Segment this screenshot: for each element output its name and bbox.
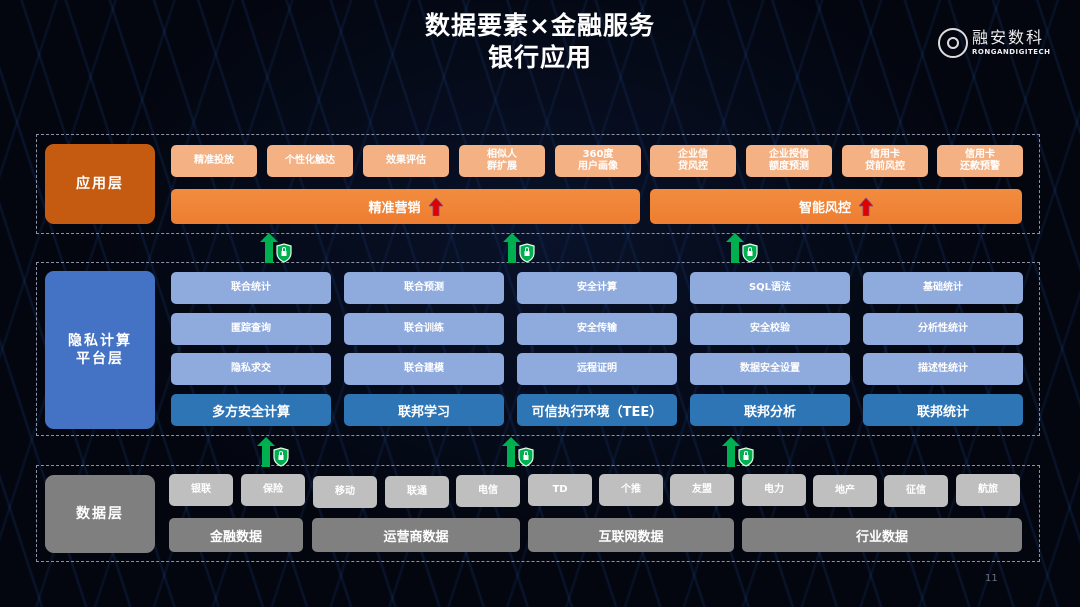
title-line-2: 银行应用 [487,43,592,72]
green-up-arrow-with-lock-shield-icon [502,437,534,467]
green-up-arrow-with-lock-shield-icon [257,437,289,467]
privacy-item: 基础统计 [863,272,1023,304]
red-up-arrow-icon [428,197,443,216]
application-layer-label: 应用层 [45,144,155,224]
privacy-tech-mpc: 多方安全计算 [171,394,331,426]
page-number: 11 [985,573,998,584]
data-source-item: 航旅 [956,474,1020,506]
app-item: 360度 用户画像 [555,145,641,177]
app-item: 企业授信 额度预测 [746,145,832,177]
data-source-item: 地产 [813,475,877,507]
app-bar-label: 智能风控 [798,201,851,216]
data-group-financial: 金融数据 [169,518,303,552]
data-source-item: 电力 [742,474,806,506]
privacy-item: 联合预测 [344,272,504,304]
green-up-arrow-with-lock-shield-icon [722,437,754,467]
title-line-1: 数据要素×金融服务 [425,11,655,40]
app-item: 效果评估 [363,145,449,177]
red-up-arrow-icon [859,197,873,216]
green-up-arrow-with-lock-shield-icon [503,233,535,263]
data-source-item: 电信 [456,475,520,507]
app-item: 相似人 群扩展 [459,145,545,177]
privacy-item: 数据安全设置 [690,353,850,385]
app-item: 个性化触达 [267,145,353,177]
privacy-item: 联合训练 [344,313,504,345]
data-source-item: 联通 [385,476,449,508]
data-source-item: 个推 [599,474,663,506]
data-layer-label: 数据层 [45,475,155,553]
data-source-item: 友盟 [670,474,734,506]
company-logo: 融安数科 RONGANDIGITECH [938,28,1051,58]
privacy-item: 分析性统计 [863,313,1023,345]
privacy-item: 描述性统计 [863,353,1023,385]
privacy-tech-federated-statistics: 联邦统计 [863,394,1023,426]
privacy-item: 安全校验 [690,313,850,345]
logo-name-en: RONGANDIGITECH [972,48,1051,56]
data-group-industry: 行业数据 [742,518,1022,552]
privacy-item: SQL语法 [690,272,850,304]
data-layer-frame [36,465,1040,562]
data-source-item: TD [528,474,592,506]
privacy-item: 远程证明 [517,353,677,385]
app-item: 精准投放 [171,145,257,177]
privacy-item: 联合建模 [344,353,504,385]
privacy-tech-federated-analysis: 联邦分析 [690,394,850,426]
data-source-item: 银联 [169,474,233,506]
logo-name-cn: 融安数科 [972,28,1045,47]
app-bar-label: 精准营销 [368,201,421,216]
privacy-item: 匿踪查询 [171,313,331,345]
privacy-item: 安全计算 [517,272,677,304]
app-item: 企业信 贷风控 [650,145,736,177]
privacy-item: 隐私求交 [171,353,331,385]
slide-title: 数据要素×金融服务 银行应用 [0,10,1080,74]
green-up-arrow-with-lock-shield-icon [260,233,292,263]
rongan-logo-icon [938,28,968,58]
privacy-tech-federated-learning: 联邦学习 [344,394,504,426]
data-source-item: 移动 [313,476,377,508]
data-group-internet: 互联网数据 [528,518,734,552]
intelligent-risk-control-bar: 智能风控 [650,189,1022,224]
privacy-layer-frame [36,262,1040,436]
app-item: 信用卡 还款预警 [937,145,1023,177]
app-item: 信用卡 贷前风控 [842,145,928,177]
data-source-item: 保险 [241,474,305,506]
data-source-item: 征信 [884,475,948,507]
green-up-arrow-with-lock-shield-icon [726,233,758,263]
application-layer-frame [36,134,1040,234]
precision-marketing-bar: 精准营销 [171,189,640,224]
privacy-tech-tee: 可信执行环境（TEE） [517,394,677,426]
privacy-item: 安全传输 [517,313,677,345]
data-group-telecom: 运营商数据 [312,518,520,552]
privacy-item: 联合统计 [171,272,331,304]
privacy-layer-label: 隐私计算 平台层 [45,271,155,429]
